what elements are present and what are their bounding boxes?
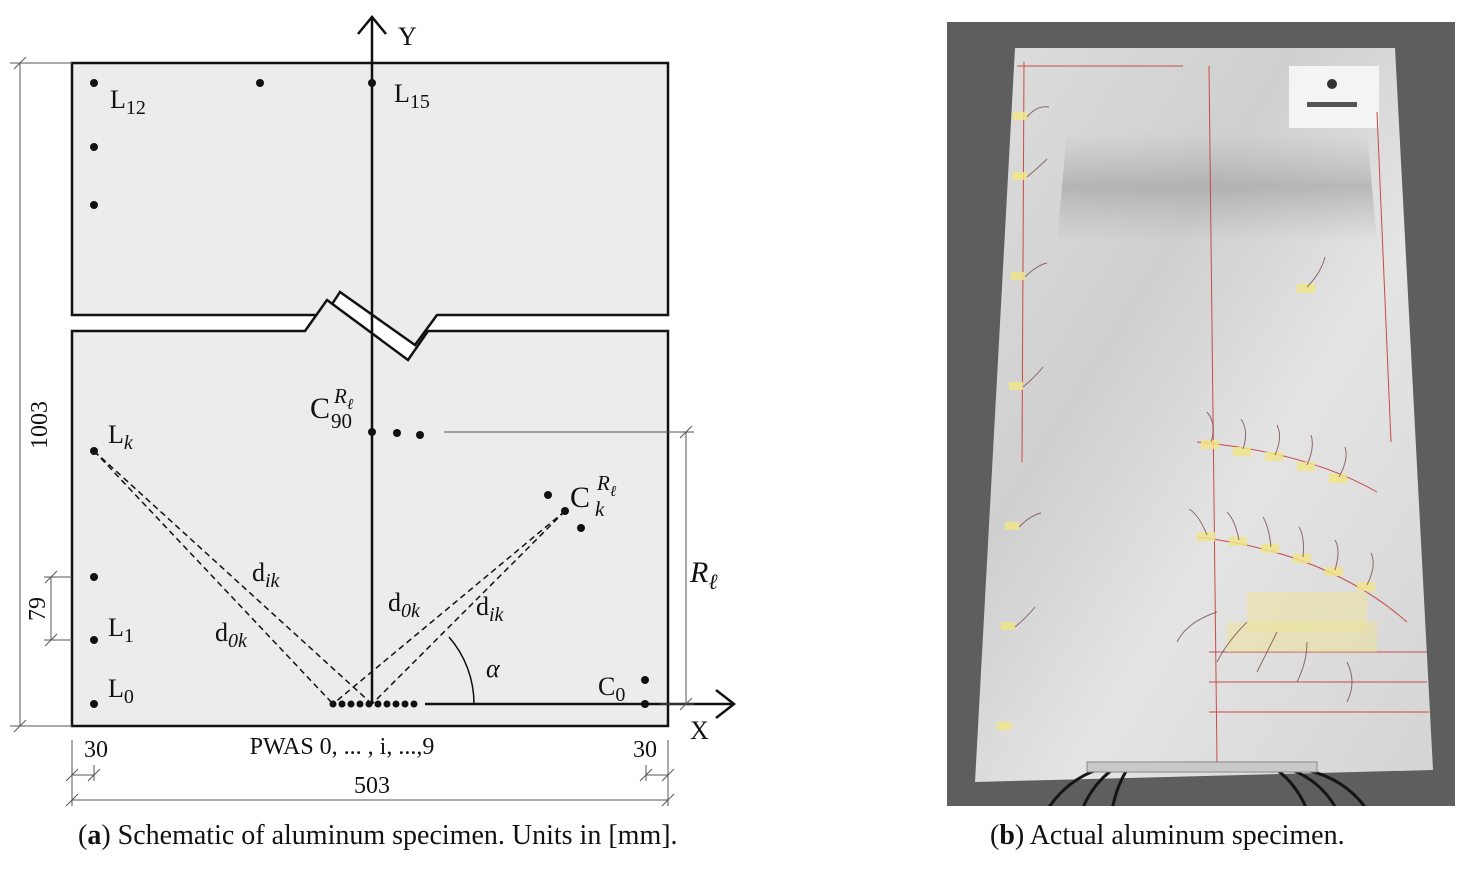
sensor-dots [90,79,649,708]
logo-mark [1327,79,1337,89]
label-r-ell: Rℓ [689,556,718,594]
label-dik-left: dik [252,558,281,592]
sensor-dot [256,79,264,87]
pwas-dot [374,700,382,708]
pwas-dot [356,700,364,708]
pwas-dot [365,700,373,708]
dash-lk-2 [93,450,373,705]
pwas-label: PWAS 0, ... , i, ...,9 [250,734,435,760]
caption-a: (a) Schematic of aluminum specimen. Unit… [78,820,678,851]
sensor-tapes [997,112,1377,730]
caption-a-letter: a [87,820,102,851]
dim-left-margin: 30 [84,737,108,763]
sensor-dot-ck [561,507,569,515]
dim-right-margin: 30 [633,737,657,763]
pwas-dot [401,700,409,708]
x-axis-arrowhead [715,689,737,719]
pwas-dot [347,700,355,708]
caption-b-letter: b [999,820,1015,851]
logo-text-mark [1307,102,1357,107]
upper-panel [70,61,670,347]
label-d0k-right: d0k [388,588,421,622]
pwas-dot [329,700,337,708]
label-l12: L12 [110,85,146,119]
sensor-dot [416,431,424,439]
logo-label [1289,66,1379,128]
caption-a-text: Schematic of aluminum specimen. Units in… [110,820,678,851]
dash-ck-2 [371,510,566,705]
label-c0: C0 [598,672,625,706]
y-axis-label: Y [398,22,417,51]
label-dik-right: dik [476,592,505,626]
label-alpha: α [486,654,501,683]
sensor-dot-c90 [368,428,376,436]
sensor-dot [90,201,98,209]
specimen-photo [947,22,1455,806]
specimen-schematic: Y X [10,15,737,807]
sensor-dot [577,524,585,532]
pwas-dot [338,700,346,708]
sensor-dot [393,429,401,437]
dash-ck-1 [332,510,566,705]
y-axis-arrowhead [357,15,387,35]
sensor-dot-l0 [90,700,98,708]
x-axis-label: X [690,716,709,745]
plate-reflection [1057,132,1377,242]
pwas-dot [383,700,391,708]
label-l1: L1 [108,613,134,647]
sensor-dot-l15 [368,79,376,87]
sensor-dot-l12 [90,79,98,87]
sensor-dot-c0 [641,700,649,708]
label-d0k-left: d0k [215,618,248,652]
connector-strip [1086,761,1318,773]
dim-width: 503 [354,773,390,799]
sensor-dot [90,143,98,151]
sensor-wires [1014,106,1374,703]
label-l0: L0 [108,674,134,708]
sensor-dot [641,676,649,684]
sensor-dot [90,573,98,581]
dim-height: 1003 [27,401,53,449]
dash-lk-1 [93,450,334,705]
pwas-array [329,700,418,708]
pwas-dot [410,700,418,708]
sensor-dot-lk [90,447,98,455]
pwas-dot [392,700,400,708]
dimension-lines [10,56,694,807]
caption-b: (b) Actual aluminum specimen. [990,820,1345,851]
label-lk: Lk [108,420,134,454]
alpha-arc [448,636,475,705]
lower-panel [70,298,670,728]
red-guide-lines [1017,61,1429,763]
sensor-dot [544,491,552,499]
dim-spacing: 79 [25,597,51,621]
label-l15: L15 [394,79,430,113]
sensor-dot-l1 [90,636,98,644]
caption-b-text: Actual aluminum specimen. [1024,820,1345,851]
